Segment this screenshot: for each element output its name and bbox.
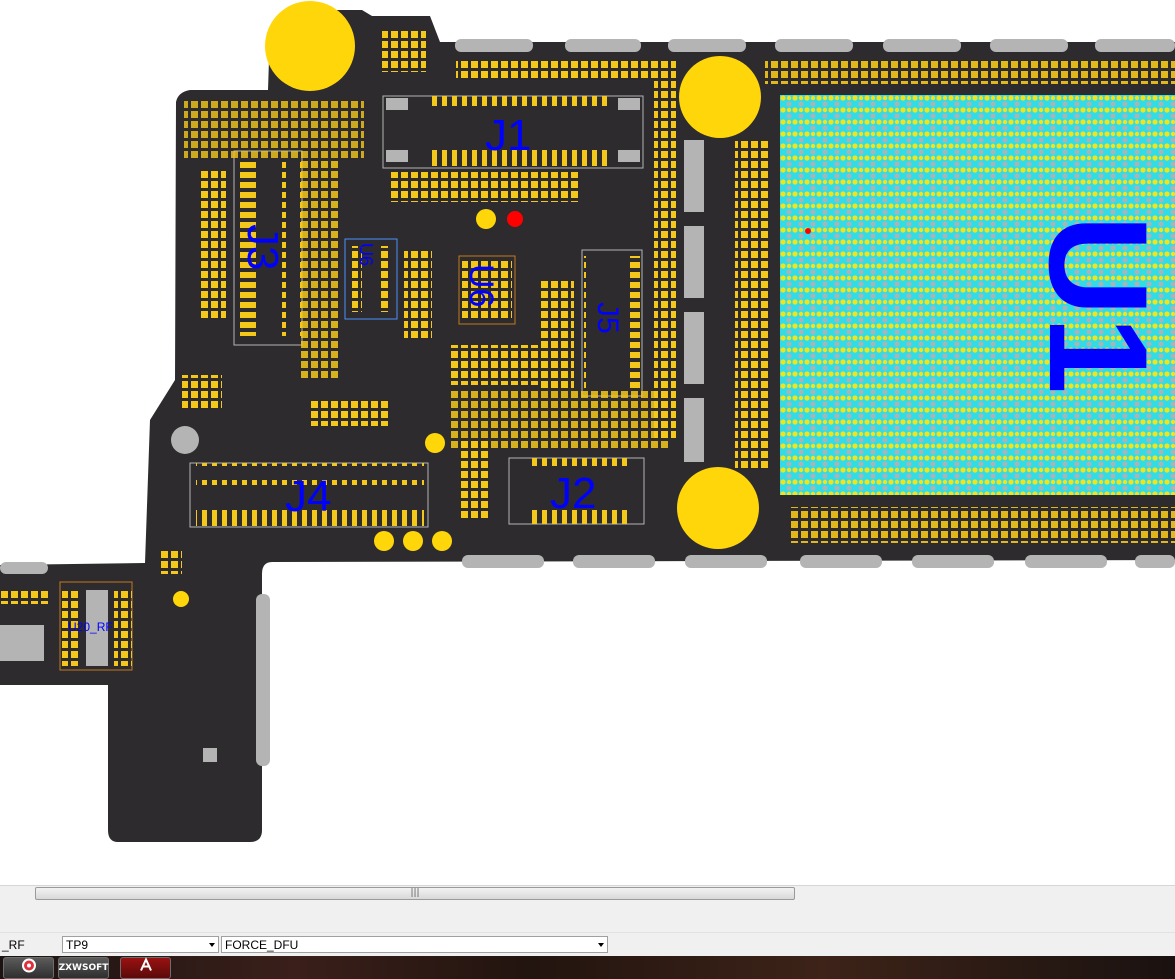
connector-j4 — [189, 462, 429, 528]
mounting-holes — [173, 1, 761, 607]
taskbar-pdf-button[interactable] — [120, 957, 171, 979]
net-fragment-label: _RF — [2, 938, 25, 952]
label-j3: J3 — [238, 224, 287, 270]
test-pad — [203, 748, 217, 762]
top-component-row — [0, 28, 1175, 604]
pcb-board[interactable]: J1 J2 J3 J4 J5 U1 U6 U20_RF U6 — [0, 0, 1175, 885]
connector-j5 — [581, 249, 643, 397]
panel-background — [0, 900, 1175, 932]
taskbar: ZXWSOFT — [0, 956, 1175, 979]
connector-j2 — [508, 457, 645, 525]
label-j2: J2 — [550, 469, 596, 518]
net-select-value: FORCE_DFU — [225, 938, 299, 952]
grip-icon: ||| — [410, 888, 420, 898]
component-labels: J1 J2 J3 J4 J5 U1 U6 U20_RF U6 — [68, 111, 1175, 634]
net-select[interactable]: FORCE_DFU — [221, 936, 608, 953]
chevron-down-icon[interactable] — [209, 943, 215, 947]
horizontal-scrollbar[interactable]: ||| — [0, 885, 1175, 900]
connector-j1 — [382, 95, 644, 169]
chip-u6 — [458, 255, 516, 325]
part-select[interactable]: TP9 — [62, 936, 219, 953]
bga-u1 — [780, 95, 1175, 495]
chip-u6-b — [344, 238, 398, 320]
label-j1: J1 — [485, 111, 531, 160]
label-u6-small: U6 — [356, 243, 376, 266]
label-j4: J4 — [285, 472, 331, 521]
label-u20-rf: U20_RF — [68, 620, 113, 634]
chip-u20-rf — [59, 581, 133, 671]
top-rails — [0, 39, 1175, 766]
pdf-icon — [138, 957, 154, 979]
probe-markers — [507, 211, 811, 234]
part-select-value: TP9 — [66, 938, 89, 952]
label-u1: U1 — [1020, 215, 1175, 394]
taskbar-zxwsoft-button[interactable]: ZXWSOFT — [58, 957, 109, 979]
itunes-icon — [21, 958, 37, 979]
label-u6: U6 — [462, 264, 500, 307]
chevron-down-icon[interactable] — [598, 943, 604, 947]
label-j5: J5 — [591, 302, 624, 334]
scrollbar-thumb[interactable]: ||| — [35, 887, 795, 900]
status-bar: _RF TP9 FORCE_DFU — [0, 932, 1175, 957]
connector-j3 — [233, 150, 303, 346]
boardview-canvas[interactable]: J1 J2 J3 J4 J5 U1 U6 U20_RF U6 — [0, 0, 1175, 885]
zxwsoft-icon: ZXWSOFT — [58, 963, 109, 973]
taskbar-itunes-button[interactable] — [3, 957, 54, 979]
